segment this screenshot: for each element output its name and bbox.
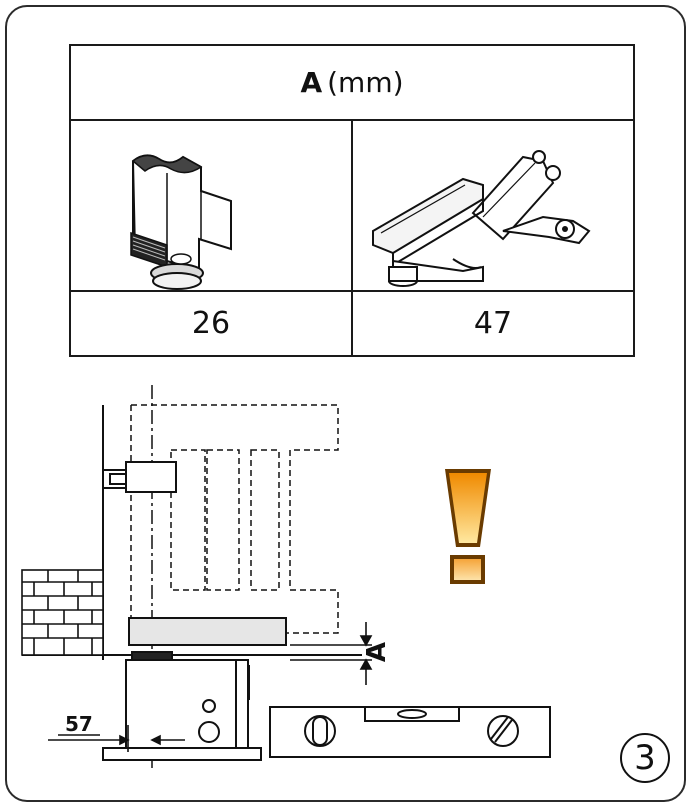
step-number-badge: 3 (620, 733, 670, 783)
value-cell-47: 47 (473, 306, 513, 341)
figure-frame (5, 5, 686, 802)
rail-adapter-icon (372, 150, 591, 287)
dimension-table: A (mm) (69, 44, 635, 357)
support-image-cell (71, 121, 353, 292)
support-bracket-icon (130, 154, 232, 290)
header-unit: (mm) (327, 66, 404, 99)
header-letter: A (300, 66, 323, 99)
rail-image-cell (353, 121, 633, 292)
table-header: A (mm) (71, 46, 633, 121)
value-cell-26: 26 (71, 292, 353, 355)
